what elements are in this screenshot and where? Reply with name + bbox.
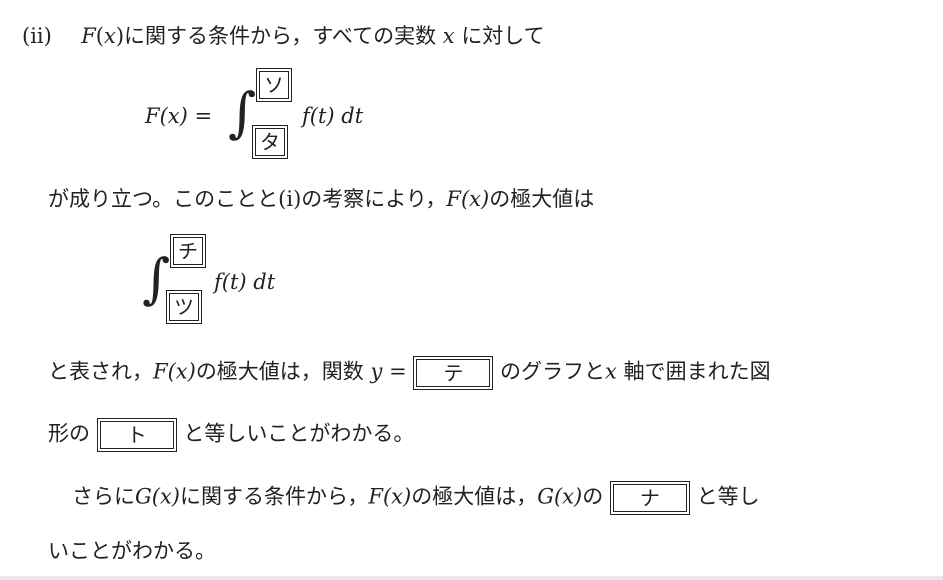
var-x-2: x [442,24,455,48]
upper-limit-box-chi: チ [170,234,206,268]
line5-text-c: の極大値は， [411,484,538,509]
var-x: x [103,24,116,48]
answer-box-te: テ [413,356,494,390]
line2-text-a: が成り立つ。このことと [48,187,279,211]
line5-text-a: さらに [72,484,135,509]
lower-limit-ta: タ [255,128,285,156]
formula2-integrand: f(t) dt [214,270,276,294]
equals-sign: = [389,359,407,384]
func-F: F [81,24,96,48]
line2-text-c: の極大値は [489,187,595,211]
paren-close: ) [115,24,125,48]
upper-limit-box-so: ソ [256,68,292,102]
line3-text-d: 軸で囲まれた図 [623,359,771,384]
text-line-6: いことがわかる。 [48,539,216,563]
line4-text-b: と等しいことがわかる。 [183,421,415,446]
func-F-line2: F(x) [446,187,490,211]
paren-open: ( [95,24,104,48]
answer-box-to: ト [96,418,177,452]
ref-part-i: (i) [278,187,302,211]
line5-text-b: に関する条件から， [180,484,369,509]
line5-text-d: の [582,484,604,509]
answer-to: ト [99,421,174,449]
upper-limit-so: ソ [259,71,289,99]
func-F-line3: F(x) [153,359,196,384]
line3-text-a: と表され， [48,359,153,384]
line1-text-a: に関する条件から，すべての実数 [124,24,437,48]
line1-text-b: に対して [461,24,545,48]
formula1-integrand: f(t) dt [302,104,364,128]
lower-limit-box-tsu: ツ [166,290,202,324]
answer-na: ナ [612,484,687,512]
var-x-line3: x [605,359,617,384]
text-line-1: (ii) F(x)に関する条件から，すべての実数 x に対して [22,22,545,50]
lower-limit-box-ta: タ [252,125,288,159]
integral-sign-1: ∫ [228,81,257,144]
text-line-2: が成り立つ。このことと(i)の考察により，F(x)の極大値は [48,185,594,213]
line3-text-c: のグラフと [500,359,606,384]
answer-box-na: ナ [609,481,690,515]
text-line-4: 形の ト と等しいことがわかる。 [48,418,414,452]
line5-text-e: と等し [696,484,760,509]
formula1-lhs: F(x) = [145,104,213,128]
text-line-3: と表され，F(x)の極大値は，関数 y = テ のグラフとx 軸で囲まれた図 [48,356,771,390]
func-G: G(x) [135,484,181,509]
upper-limit-chi: チ [173,237,203,265]
answer-te: テ [416,359,491,387]
line2-text-b: の考察により， [301,187,447,211]
func-G-2: G(x) [537,484,583,509]
part-marker: (ii) [22,24,52,48]
integral-sign-2: ∫ [142,247,171,310]
var-y: y [370,359,383,384]
bottom-divider [0,576,943,580]
func-F-line5: F(x) [368,484,412,509]
text-line-5: さらにG(x)に関する条件から，F(x)の極大値は，G(x)の ナ と等し [72,481,760,515]
line3-text-b: の極大値は，関数 [195,359,364,384]
lower-limit-tsu: ツ [169,293,199,321]
line4-text-a: 形の [48,421,90,446]
